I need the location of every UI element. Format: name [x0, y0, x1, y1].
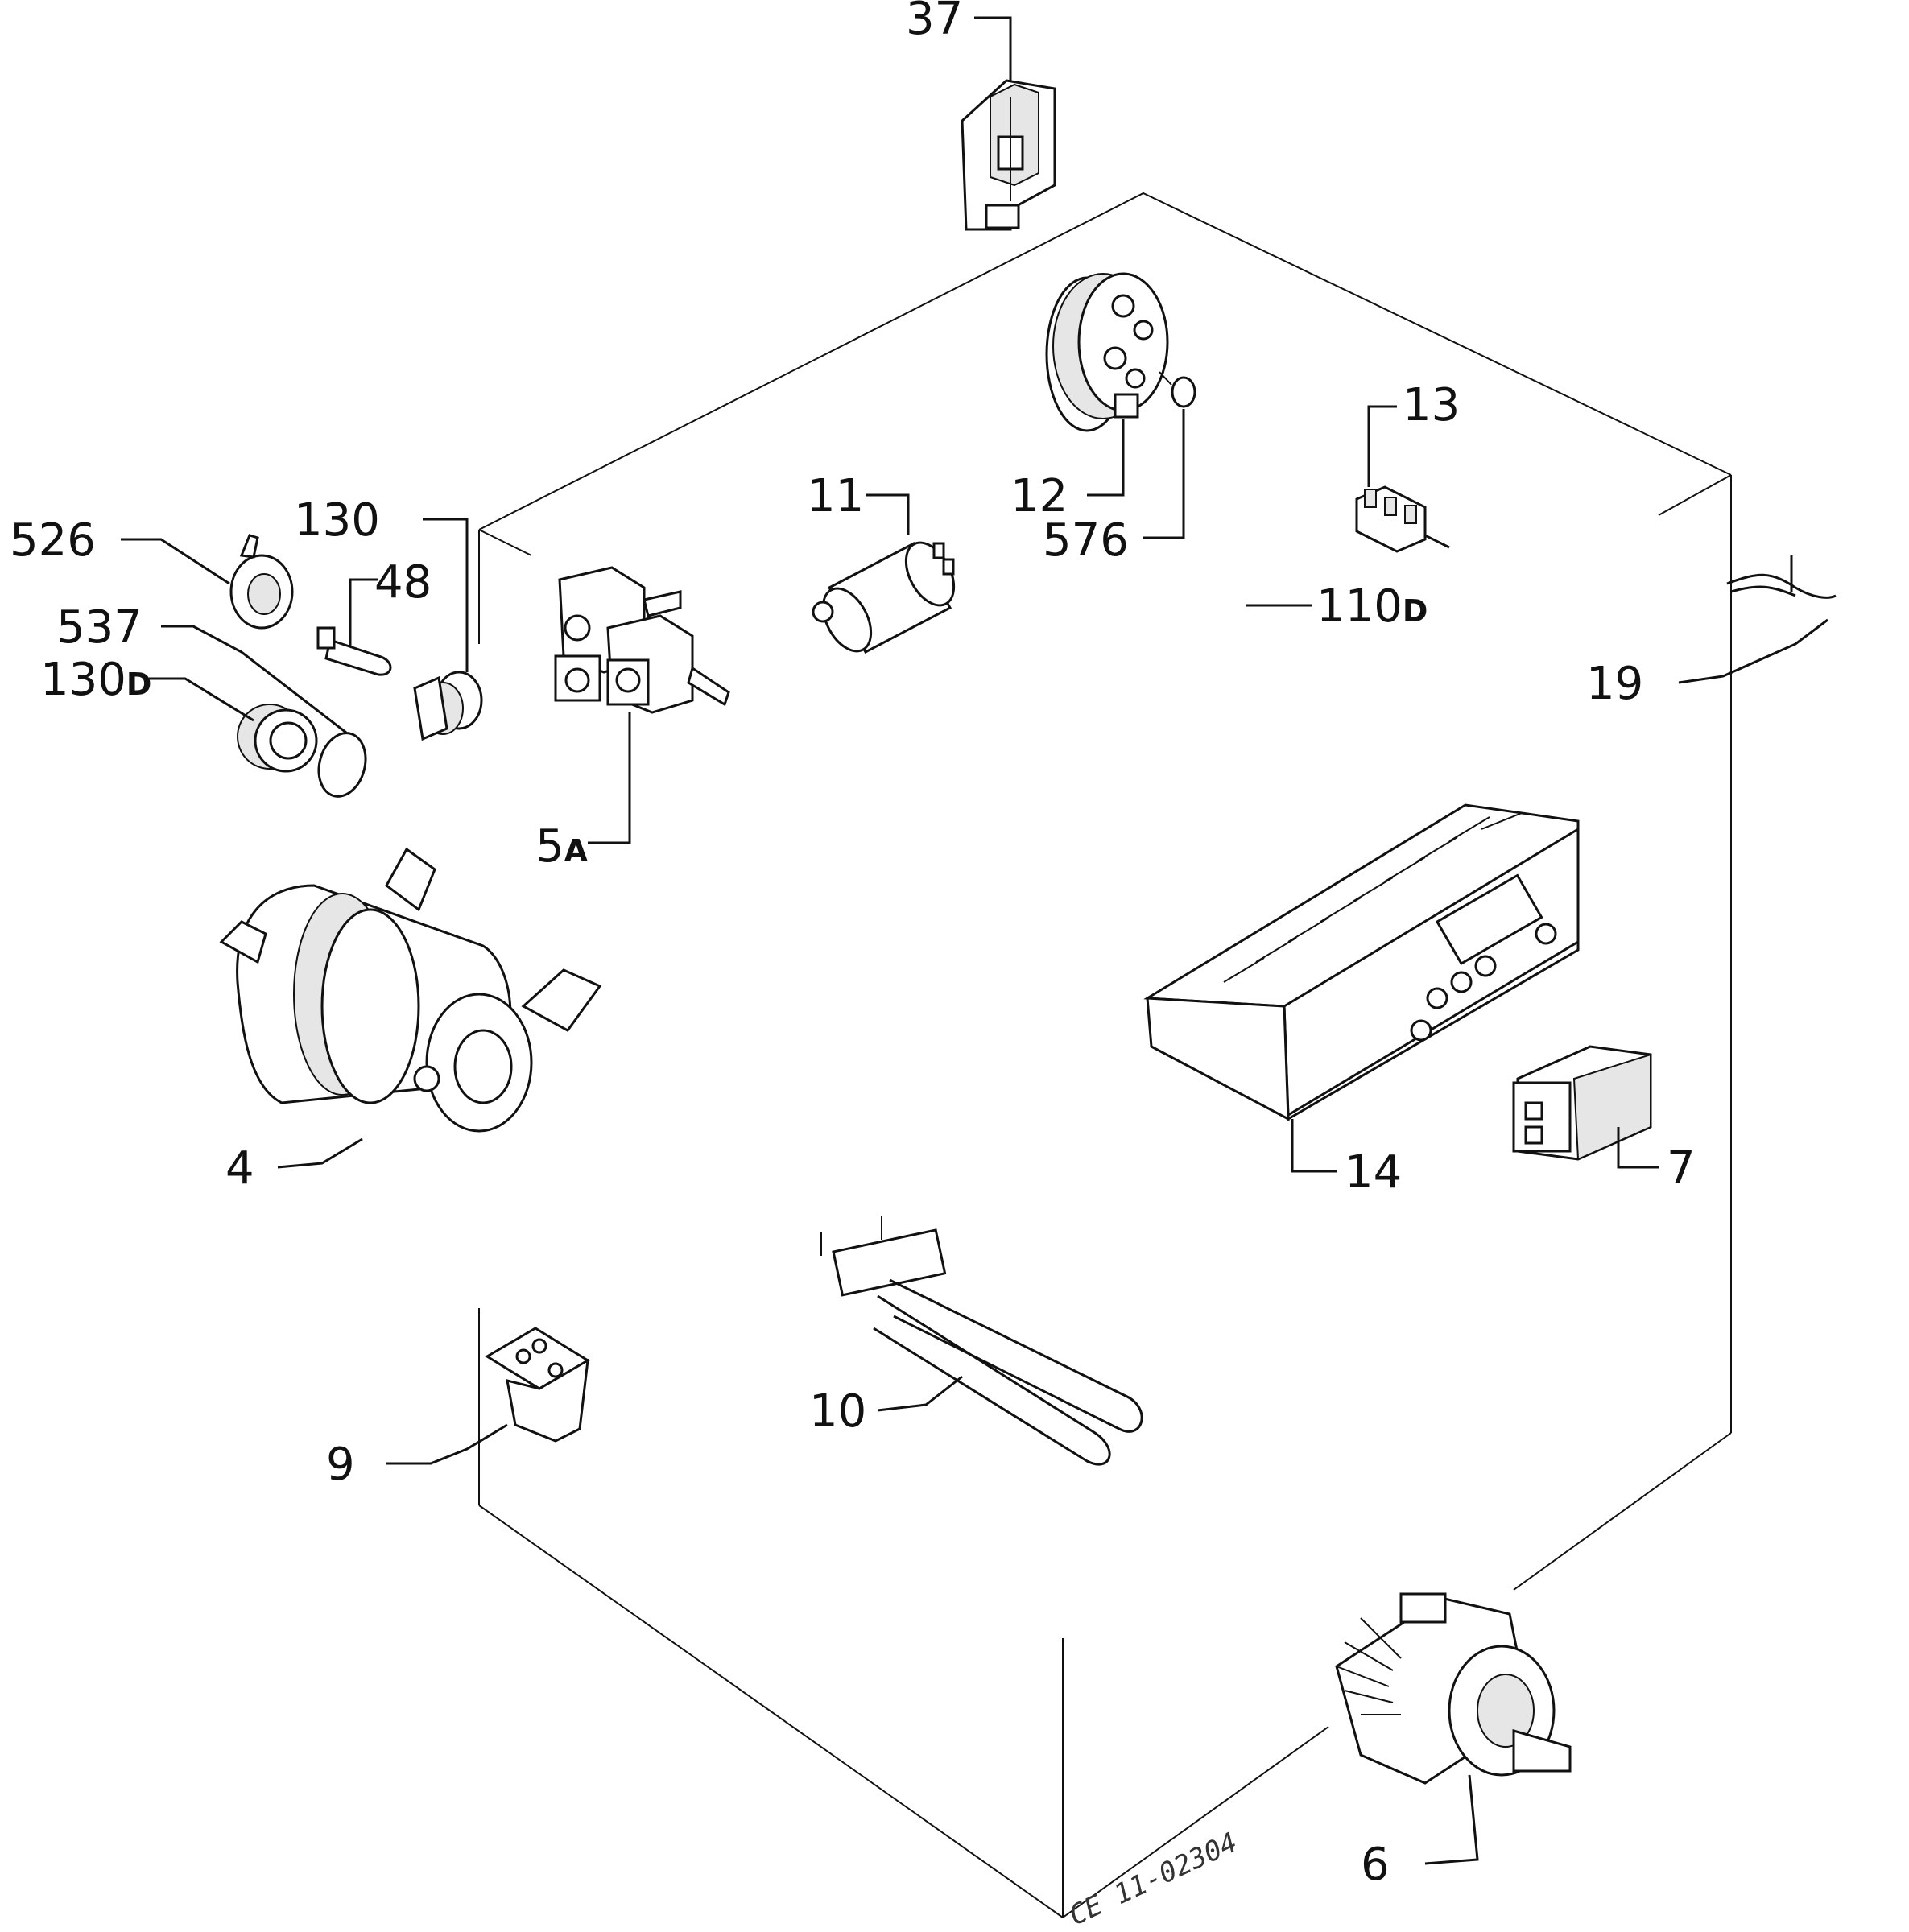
label-130d-suffix: D: [126, 667, 152, 702]
label-13: 13: [1403, 379, 1460, 431]
label-110-suffix: D: [1403, 593, 1428, 629]
label-12: 12: [1010, 470, 1068, 522]
label-5a-number: 5: [535, 820, 564, 873]
part-110d-hose: 110D: [1200, 391, 1428, 643]
pump-fins: [1336, 1617, 1402, 1715]
label-14: 14: [1345, 1146, 1402, 1199]
label-110-number: 110: [1316, 580, 1403, 633]
label-130d-number: 130: [40, 654, 126, 706]
label-130: 130: [294, 494, 380, 547]
part-37-bracket: 37: [906, 0, 1056, 231]
label-7: 7: [1667, 1142, 1696, 1195]
label-576: 576: [1043, 514, 1129, 567]
part-5a-inlet-valve: 5A: [535, 566, 730, 873]
label-19: 19: [1586, 658, 1643, 710]
part-4-motor: 4: [219, 847, 602, 1195]
vent-slots: [1223, 812, 1523, 983]
part-13-terminal-block: 13: [1355, 379, 1460, 553]
label-537: 537: [56, 601, 143, 654]
part-130d-knob: 130D: [40, 654, 318, 773]
part-12-pressure-switch: 12: [1010, 272, 1169, 522]
label-9: 9: [326, 1439, 355, 1491]
label-130d: 130D: [40, 654, 151, 706]
part-526-lamp-holder: 526: [10, 514, 294, 630]
part-48-lamp: 48: [316, 556, 432, 676]
label-11: 11: [807, 470, 864, 522]
label-110: 110D: [1316, 580, 1428, 633]
label-10: 10: [809, 1385, 866, 1438]
part-6-drain-pump: 6: [1335, 1592, 1572, 1891]
part-14-control-module: 14: [1143, 803, 1580, 1199]
part-537-gasket: 537: [56, 601, 367, 798]
part-10-heating-element: 10: [809, 1216, 1143, 1466]
label-5a-suffix: A: [564, 833, 589, 869]
label-48: 48: [374, 556, 432, 609]
cabinet-outline: [478, 192, 1732, 1918]
label-5a: 5A: [535, 820, 589, 873]
part-9-suppressor: 9: [326, 1327, 590, 1491]
drawing-code: CE 11-02304: [1064, 1827, 1242, 1932]
part-576-seal: 576: [1043, 371, 1196, 567]
part-130-lamp-cover: 130: [294, 494, 483, 741]
part-7-door-interlock: 7: [1512, 1045, 1696, 1195]
label-37: 37: [906, 0, 963, 45]
part-11-capacitor: 11: [807, 470, 956, 654]
part-19-wire-clip: 19: [1586, 555, 1837, 710]
label-4: 4: [225, 1142, 254, 1195]
label-6: 6: [1361, 1839, 1390, 1891]
label-526: 526: [10, 514, 96, 567]
